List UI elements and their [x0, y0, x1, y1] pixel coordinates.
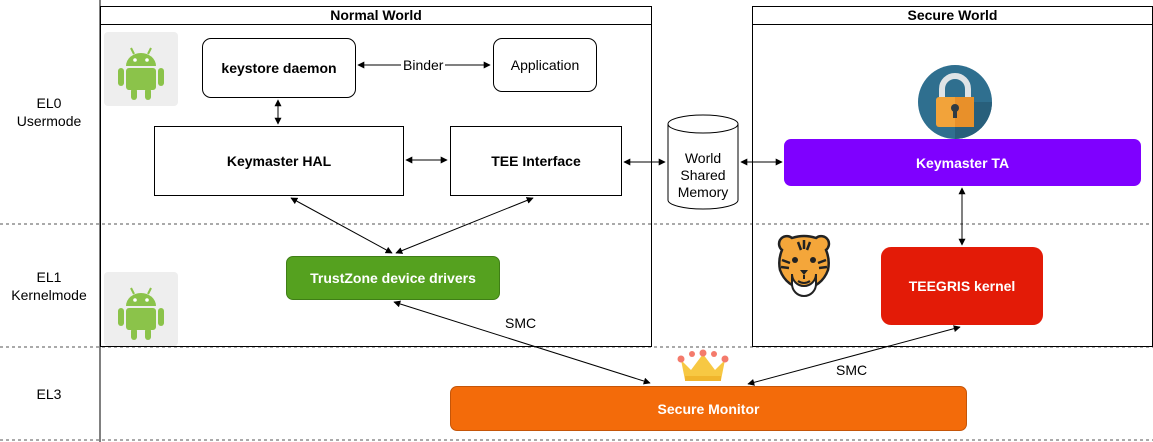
- hal-driver-arrow: [290, 197, 393, 254]
- crown-icon: [677, 348, 729, 384]
- tee-driver-arrow: [395, 197, 534, 254]
- normal-world-panel: Normal World: [100, 6, 652, 347]
- padlock-icon: [917, 64, 993, 140]
- row-label-el0: EL0 Usermode: [0, 94, 98, 130]
- shared-memory-line-3: Memory: [677, 184, 729, 200]
- world-shared-memory-label: World Shared Memory: [667, 150, 739, 201]
- el1-label: EL1: [36, 269, 62, 285]
- world-shared-memory-cylinder: [667, 114, 739, 210]
- smc-right-arrow: [747, 325, 961, 386]
- keymaster-ta-box: Keymaster TA: [784, 139, 1141, 186]
- android-icon: [104, 32, 178, 106]
- tee-interface-box: TEE Interface: [450, 126, 622, 196]
- row-label-el1: EL1 Kernelmode: [0, 268, 98, 304]
- normal-world-title: Normal World: [101, 7, 651, 25]
- row-label-el3: EL3: [0, 385, 98, 403]
- secure-monitor-box: Secure Monitor: [450, 386, 967, 431]
- smc-left-arrow: [393, 300, 651, 385]
- tiger-icon: [768, 230, 840, 306]
- secure-world-title: Secure World: [753, 7, 1152, 25]
- teegris-kernel-box: TEEGRIS kernel: [881, 247, 1043, 325]
- keymaster-hal-box: Keymaster HAL: [154, 126, 404, 196]
- el0-sublabel: Usermode: [16, 113, 82, 129]
- el3-label: EL3: [36, 386, 62, 402]
- keystore-daemon-box: keystore daemon: [202, 38, 356, 98]
- el0-label: EL0: [36, 95, 62, 111]
- smc-right-label: SMC: [836, 362, 868, 378]
- shared-memory-line-1: World: [684, 150, 722, 166]
- application-box: Application: [493, 38, 597, 92]
- el1-sublabel: Kernelmode: [11, 287, 87, 303]
- binder-label: Binder: [401, 57, 446, 73]
- smc-left-label: SMC: [505, 315, 537, 331]
- android-icon: [104, 272, 178, 346]
- shared-memory-line-2: Shared: [680, 167, 726, 183]
- trustzone-device-drivers-box: TrustZone device drivers: [286, 256, 500, 300]
